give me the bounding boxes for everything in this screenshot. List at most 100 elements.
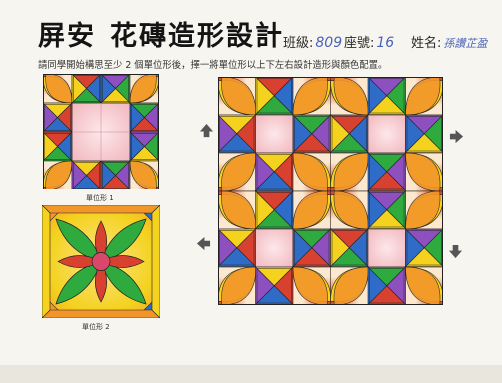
corner-petal-cell [218,190,257,230]
edge-band-right [151,205,160,318]
triangle-left [255,266,275,305]
petal-orange [405,190,441,230]
triangle-cell [254,266,294,305]
corner-petal-cell [292,152,332,192]
triangle-cell [129,131,159,162]
triangle-left [71,160,87,189]
petal-orange [333,77,369,116]
repeat-pattern [218,77,443,305]
corner-petal-cell [129,74,159,104]
triangle-left [367,77,388,116]
triangle-left [71,74,87,104]
seat-value: 16 [376,35,395,51]
triangle-cell [292,114,332,154]
petal-orange [405,77,441,116]
triangle-left [100,74,116,104]
corner-petal-cell [405,266,443,305]
corner-petal-cell [218,266,257,305]
triangle-cell [254,77,294,116]
unit-tile-2-flower [42,205,160,318]
triangle-cell [43,102,73,133]
triangle-left [218,114,238,153]
corner-petal-cell [218,77,257,116]
petal-orange [292,190,328,230]
name-value: 孫讚芷盈 [443,37,488,50]
repeat-pattern-drawing [218,77,443,305]
paper-bottom-edge [0,365,502,383]
green-leaf [55,218,102,262]
arrow-down-icon [448,244,463,259]
triangle-cell [218,228,257,268]
triangle-left [367,190,388,230]
triangle-cell [292,228,332,268]
red-petal [94,220,108,263]
arrow-right-icon [449,129,464,144]
unit-tile-1-grid [43,74,159,189]
triangle-cell [71,74,102,104]
corner-petal-cell [292,266,332,305]
corner-petal-cell [43,74,73,104]
pink-centre-square [255,228,294,268]
arrow-left-icon [196,236,211,251]
corner-petal-cell [218,152,257,192]
school-name: 屏安 [38,21,96,52]
triangle-left [255,77,275,116]
page-title: 屏安花磚造形設計 [38,14,284,53]
triangle-cell [367,152,407,192]
triangle-left [405,228,425,268]
corner-petal-cell [129,160,159,189]
green-leaf [100,261,147,305]
pink-centre-square [255,114,294,154]
triangle-left [100,160,116,189]
petal-orange [221,266,257,305]
class-field: 班級:809 [283,32,342,51]
petal-orange [129,160,157,189]
corner-petal-cell [405,190,443,230]
seat-label: 座號: [344,36,375,51]
triangle-cell [329,114,369,154]
triangle-left [367,152,388,192]
triangle-cell [71,160,102,189]
triangle-cell [129,102,159,133]
triangle-cell [100,74,131,104]
petal-orange [221,190,257,230]
petal-orange [292,77,328,116]
petal-orange [333,266,369,305]
triangle-cell [404,228,443,268]
topic-title: 花磚造形設計 [110,21,284,52]
triangle-left [292,114,313,154]
corner-petal-cell [43,160,73,189]
triangle-left [43,131,58,162]
triangle-left [255,152,275,192]
class-value: 809 [315,35,343,51]
petal-orange [129,74,157,104]
corner-petal-cell [405,77,443,116]
name-field: 姓名:孫讚芷盈 [411,32,487,51]
triangle-left [43,102,58,133]
pink-centre-square [367,228,406,268]
triangle-left [330,114,350,154]
triangle-left [405,114,425,154]
green-leaf [55,261,102,305]
corner-petal-cell [292,190,332,230]
triangle-cell [367,77,407,116]
petal-orange [45,160,73,189]
triangle-left [218,228,238,267]
name-label: 姓名: [411,36,442,51]
triangle-cell [404,114,443,154]
unit-tile-1-drawing [43,74,159,189]
corner-petal-cell [405,152,443,192]
petal-orange [405,266,441,305]
triangle-cell [254,152,294,192]
seat-field: 座號:16 [344,32,394,51]
repeat-pattern-grid [218,77,443,305]
triangle-cell [329,228,369,268]
pink-centre-square [367,114,406,154]
triangle-cell [100,160,131,189]
petal-orange [45,74,73,104]
triangle-cell [367,190,407,230]
triangle-left [255,190,275,230]
unit-tile-2-caption: 單位形 2 [82,323,110,331]
edge-band-top [42,205,160,214]
